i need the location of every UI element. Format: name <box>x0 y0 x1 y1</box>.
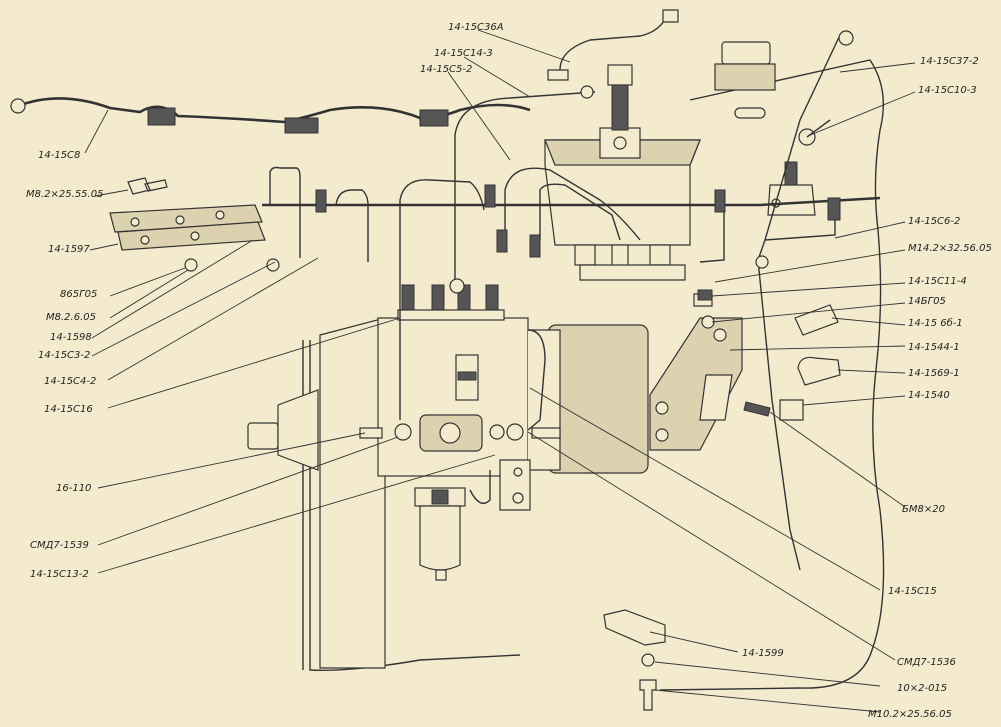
label-865g05: 865Г05 <box>60 289 97 300</box>
label-14bg05: 14БГ05 <box>908 296 946 307</box>
label-bm8x20: БМ8×20 <box>902 504 945 515</box>
bracket-1540 <box>779 399 804 421</box>
stud-bm8 <box>743 401 771 417</box>
label-14-1569-1: 14-1569-1 <box>908 368 960 379</box>
label-m10-25: М10.2×25.56.05 <box>868 709 952 720</box>
label-14-1598: 14-1598 <box>50 332 92 343</box>
label-14-15c37-2: 14-15С37-2 <box>920 56 979 67</box>
label-16-110: 16-110 <box>56 483 91 494</box>
governor-bracket <box>499 459 531 511</box>
bolt-m8-25 <box>127 177 168 195</box>
label-14-15c15: 14-15С15 <box>888 586 937 597</box>
governor-housing <box>547 324 649 474</box>
label-14-1597: 14-1597 <box>48 244 90 255</box>
label-14-15c11-4: 14-15С11-4 <box>908 276 967 287</box>
label-14-1599: 14-1599 <box>742 648 784 659</box>
label-10x2-015: 10×2-015 <box>897 683 947 694</box>
clip-1569 <box>797 356 841 386</box>
leader-lines <box>84 29 916 713</box>
washer-10x2 <box>641 653 655 667</box>
label-m8-25: М8.2×25.55.05 <box>26 189 103 200</box>
label-14-15-6b-1: 14-15 6б-1 <box>908 317 963 329</box>
bolt-m10 <box>639 679 657 711</box>
part-labels: 14-15С36А 14-15С14-3 14-15С5-2 14-15С8 М… <box>26 22 992 720</box>
label-m8-2-6: М8.2.6.05 <box>46 312 96 323</box>
pump-bracket <box>649 317 743 451</box>
fuel-filter-bowl <box>414 487 466 581</box>
drive-boss <box>247 422 279 450</box>
pump-outlet-fittings <box>397 284 505 321</box>
label-14-15c13-2: 14-15С13-2 <box>30 569 89 580</box>
label-14-15c4-2: 14-15С4-2 <box>44 376 96 387</box>
label-14-15c14-3: 14-15С14-3 <box>434 48 493 59</box>
fuel-pipes <box>10 9 881 571</box>
label-smd7-1539: СМД7-1539 <box>30 540 89 551</box>
nut-865g05 <box>184 258 198 272</box>
label-14-15c8: 14-15С8 <box>38 150 80 161</box>
label-m14-32: М14.2×32.56.05 <box>908 243 992 254</box>
plate-1599 <box>603 609 666 646</box>
label-14-15c16: 14-15С16 <box>44 404 93 415</box>
label-14-1540: 14-1540 <box>908 390 950 401</box>
valve-body-right <box>767 161 816 216</box>
drive-cone <box>277 389 319 471</box>
fuel-filter-top <box>544 64 701 281</box>
label-14-15c10-3: 14-15С10-3 <box>918 85 977 96</box>
label-14-15c3-2: 14-15С3-2 <box>38 350 90 361</box>
label-smd7-1536: СМД7-1536 <box>897 657 956 668</box>
label-14-1544-1: 14-1544-1 <box>908 342 960 353</box>
label-14-15c36a: 14-15С36А <box>448 22 504 33</box>
clip-1566 <box>794 304 839 336</box>
clamp-plates <box>109 204 266 251</box>
booster-pump <box>359 354 561 452</box>
drive-housing <box>319 317 386 669</box>
label-14-15c5-2: 14-15С5-2 <box>420 64 472 75</box>
filler-cap <box>714 41 776 119</box>
label-14-15c6-2: 14-15С6-2 <box>908 216 960 227</box>
engine-block-outline <box>659 59 885 691</box>
